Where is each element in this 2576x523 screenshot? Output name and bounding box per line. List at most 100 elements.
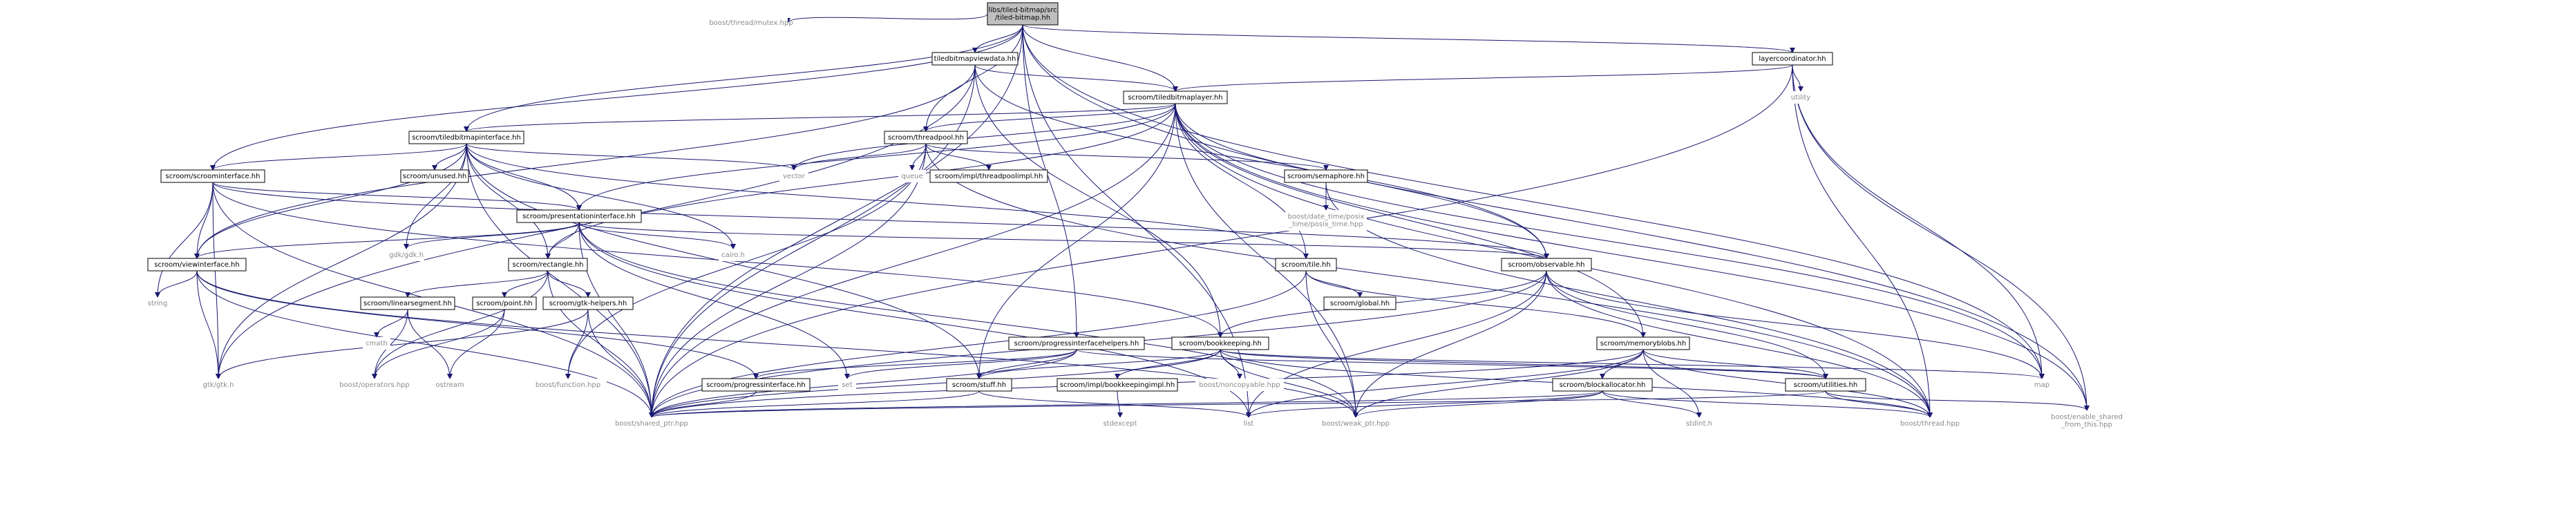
node-function: boost/function.hpp (529, 379, 607, 391)
edge-presif-to-set (578, 222, 850, 379)
node-box (408, 131, 524, 144)
edge-layer-to-vector (791, 103, 1176, 171)
edge-scroomif-to-gtk (212, 182, 221, 379)
node-set: set (838, 379, 856, 391)
node-label: stdint.h (1686, 420, 1712, 428)
node-label: scroom/progressinterfacehelpers.hh (1014, 340, 1139, 348)
edge-memblobs-to-list (1246, 349, 1644, 418)
node-progressifh[interactable]: scroom/progressinterfacehelpers.hh (1008, 336, 1145, 350)
node-tbmi[interactable]: scroom/tiledbitmapinterface.hh (408, 131, 524, 144)
edge-tbmi-to-sharedptr (466, 143, 654, 418)
node-label: scroom/scroominterface.hh (166, 173, 261, 180)
node-thread: boost/thread.hpp (1894, 417, 1966, 430)
node-enableshared: boost/enable_shared_from_this.hpp (2044, 410, 2130, 431)
node-point[interactable]: scroom/point.hh (472, 296, 537, 310)
edge-memblobs-to-stdint (1642, 349, 1702, 418)
edge-tile-to-weakptr (1305, 270, 1358, 418)
node-utilities[interactable]: scroom/utilities.hh (1785, 378, 1866, 392)
node-gtkhelp[interactable]: scroom/gtk-helpers.hh (542, 296, 634, 310)
node-threadpool[interactable]: scroom/threadpool.hh (884, 131, 968, 144)
node-label: scroom/impl/threadpoolimpl.hh (935, 173, 1043, 180)
node-string: string (145, 297, 170, 310)
node-progressif[interactable]: scroom/progressinterface.hh (701, 378, 811, 392)
node-rect[interactable]: scroom/rectangle.hh (508, 258, 588, 272)
edge-layer-to-map (1175, 103, 2045, 379)
node-label: scroom/stuff.hh (952, 381, 1006, 389)
node-layercoord[interactable]: layercoordinator.hh (1752, 52, 1833, 66)
edge-blockalloc-to-thread (1602, 390, 1933, 418)
edge-layercoord-to-map (1792, 64, 2045, 379)
node-label: boost/weak_ptr.hpp (1322, 420, 1390, 428)
node-observable[interactable]: scroom/observable.hh (1501, 258, 1592, 272)
node-box (1240, 417, 1257, 430)
edge-memblobs-to-utilities (1642, 349, 1828, 379)
edge-root-to-layer (1022, 24, 1178, 92)
node-box (1501, 258, 1592, 272)
edge-presif-to-observable (578, 222, 1549, 259)
node-bkimpl[interactable]: scroom/impl/bookkeepingimpl.hh (1057, 378, 1178, 392)
node-ostream: ostream (433, 379, 467, 391)
node-cairo: cairo.h (719, 249, 748, 261)
node-sharedptr: boost/shared_ptr.hpp (605, 417, 698, 430)
node-box (508, 258, 588, 272)
edge-point-to-ostream (447, 309, 505, 379)
node-label: scroom/point.hh (476, 300, 532, 307)
edge-layercoord-to-thread (1792, 64, 1933, 418)
node-unused[interactable]: scroom/unused.hh (400, 169, 469, 183)
node-label: set (842, 381, 852, 389)
edge-tbmi-to-tile (466, 143, 1309, 259)
node-global[interactable]: scroom/global.hh (1323, 296, 1396, 310)
node-label: gdk/gdk.h (389, 251, 424, 259)
node-memblobs[interactable]: scroom/memoryblobs.hh (1596, 336, 1690, 350)
edge-linseg-to-ostream (407, 309, 453, 379)
edge-rect-to-point (502, 270, 549, 298)
node-viewdata[interactable]: tiledbitmapviewdata.hh (931, 52, 1019, 66)
node-box (929, 169, 1048, 183)
node-scroomif[interactable]: scroom/scroominterface.hh (160, 169, 265, 183)
node-box (1284, 169, 1368, 183)
node-label: cairo.h (721, 251, 745, 259)
node-box (1683, 417, 1715, 430)
node-label: boost/operators.hpp (339, 381, 410, 389)
node-box (337, 379, 412, 391)
edge-threadpool-to-thread (925, 143, 1933, 418)
node-linseg[interactable]: scroom/linearsegment.hh (360, 296, 455, 310)
edge-observable-to-list (1246, 270, 1547, 418)
edge-tbmi-to-gdk (404, 143, 467, 249)
node-threadpoolimpl[interactable]: scroom/impl/threadpoolimpl.hh (929, 169, 1048, 183)
edge-tbmi-to-unused (432, 143, 467, 171)
node-mutex: boost/thread/mutex.hpp (709, 17, 793, 29)
edge-utilities-to-sharedptr (649, 390, 1826, 418)
node-label: boost/enable_shared (2051, 414, 2123, 421)
node-box (1596, 336, 1690, 350)
edge-viewif-to-gtk (196, 270, 221, 379)
node-stuff[interactable]: scroom/stuff.hh (946, 378, 1012, 392)
node-presif[interactable]: scroom/presentationinterface.hh (516, 209, 642, 223)
edge-observable-to-utilities (1546, 270, 1828, 379)
node-viewif[interactable]: scroom/viewinterface.hh (147, 258, 247, 272)
edge-progressifh-to-utilities (1076, 349, 1828, 379)
node-semaphore[interactable]: scroom/semaphore.hh (1284, 169, 1368, 183)
node-box (1552, 378, 1653, 392)
node-box (838, 379, 856, 391)
node-stdint: stdint.h (1683, 417, 1715, 430)
edge-layer-to-threadpool (923, 103, 1176, 132)
node-layer[interactable]: scroom/tiledbitmaplayer.hh (1123, 91, 1228, 104)
node-box (719, 249, 748, 261)
edge-root-to-enableshared (1022, 24, 2090, 411)
edge-scroomif-to-string (155, 182, 214, 298)
node-box (884, 131, 968, 144)
node-bookkeeping[interactable]: scroom/bookkeeping.hh (1171, 336, 1269, 350)
edge-layer-to-rect (545, 103, 1176, 259)
node-box (931, 52, 1019, 66)
edge-progressifh-to-sharedptr (649, 349, 1077, 418)
node-box (145, 297, 170, 310)
edge-layer-to-tbmi (464, 103, 1176, 132)
edge-presif-to-rect (545, 222, 580, 259)
node-blockalloc[interactable]: scroom/blockallocator.hh (1552, 378, 1653, 392)
node-label: scroom/tiledbitmaplayer.hh (1128, 94, 1222, 102)
edge-bookkeeping-to-map (1220, 349, 2045, 379)
edge-progressifh-to-stuff (976, 349, 1077, 379)
edge-viewdata-to-bookkeeping (974, 64, 1223, 338)
node-tile[interactable]: scroom/tile.hh (1275, 258, 1337, 272)
